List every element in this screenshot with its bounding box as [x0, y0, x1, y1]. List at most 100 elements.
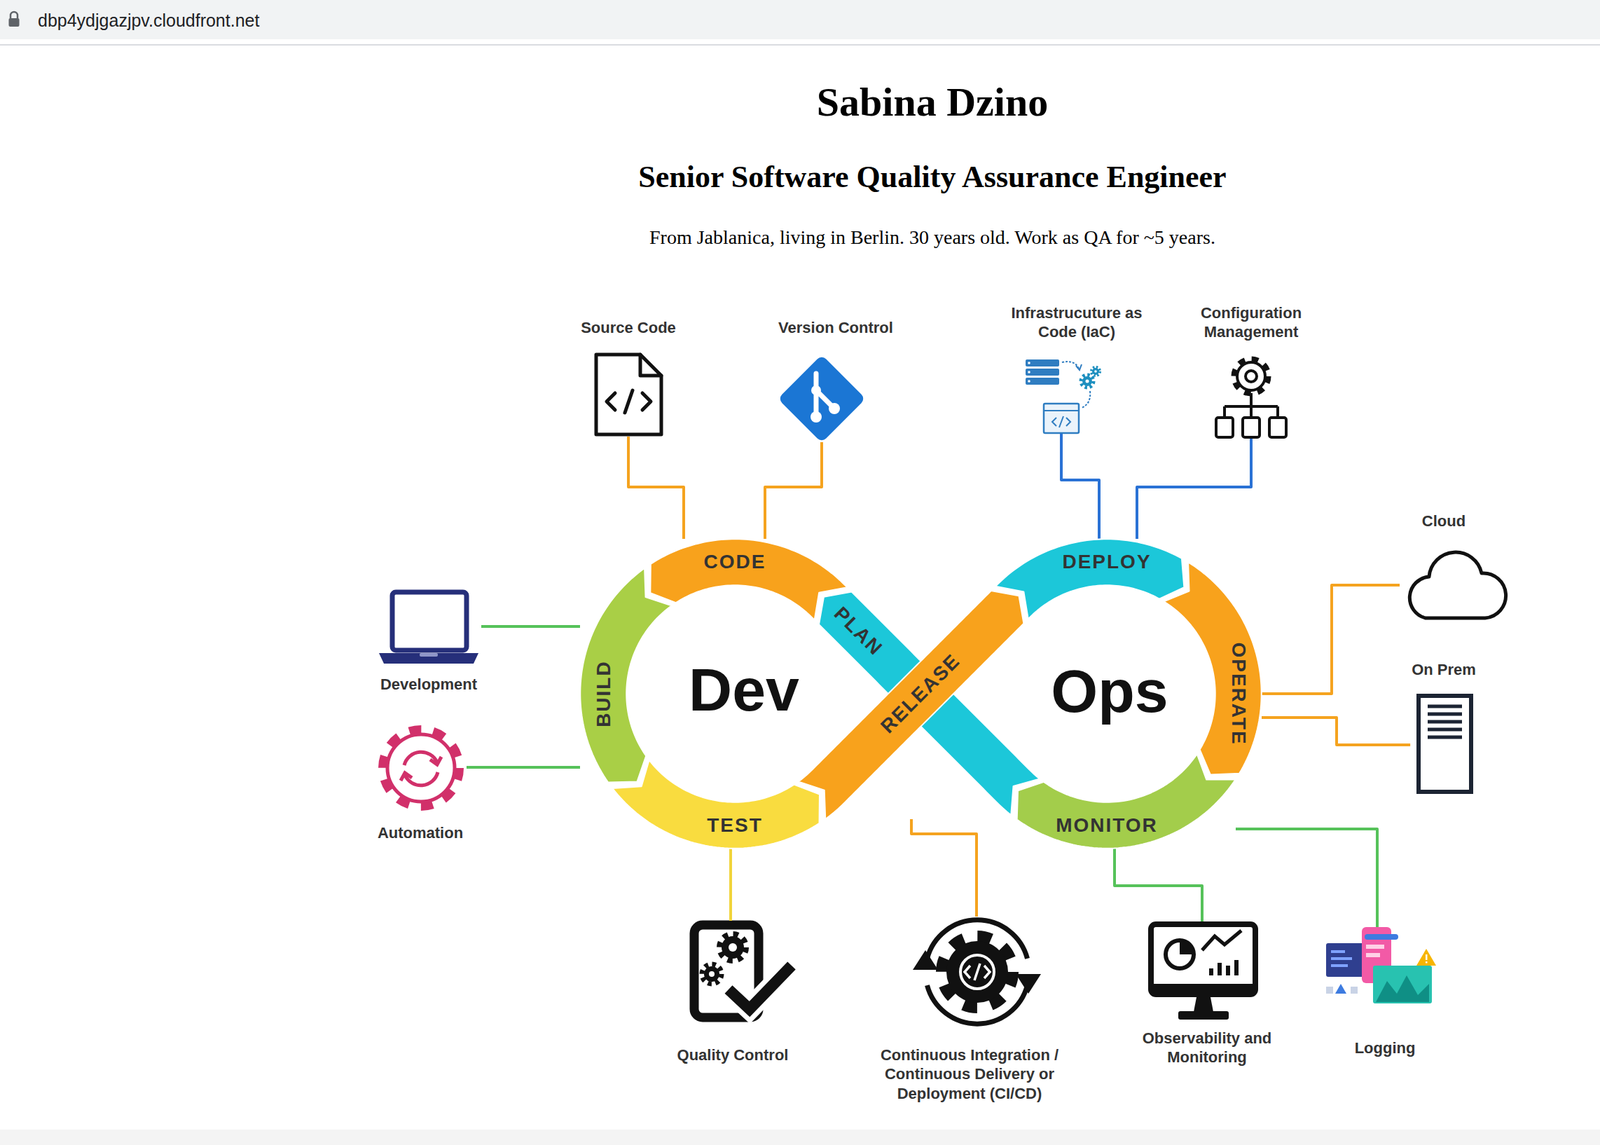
- screen-icon: [1165, 940, 1194, 969]
- pipeline-icon: [960, 954, 995, 989]
- branch-icon: [810, 411, 822, 423]
- page-title: Sabina Dzino: [816, 77, 1048, 127]
- quality-icon: [704, 966, 720, 982]
- screen-icon: [1217, 962, 1222, 976]
- config-icon: [1269, 417, 1287, 438]
- quality-icon: [728, 965, 792, 1009]
- records-icon: [1330, 963, 1348, 967]
- leader-line: [1261, 584, 1400, 694]
- infra-icon: [1025, 359, 1060, 367]
- browser-bar: [0, 44, 1600, 46]
- tool-label: Observability and Monitoring: [1135, 1028, 1280, 1067]
- tool-node: Observability and Monitoring: [1134, 921, 1281, 1067]
- records-icon: [1425, 961, 1428, 964]
- screen-icon: [1193, 996, 1214, 1012]
- tool-node: Development: [376, 589, 482, 695]
- infra-icon: [1091, 367, 1100, 376]
- tool-node: Version Control: [776, 318, 895, 443]
- lock-icon: [10, 11, 18, 19]
- tool-node: Source Code: [579, 318, 678, 437]
- connector-group: [466, 433, 1411, 927]
- address-text: dbp4ydjgazjpv.cloudfront.net: [37, 9, 260, 31]
- leader-line: [481, 624, 581, 628]
- server-icon: [1418, 695, 1472, 792]
- quality-icon: [701, 963, 722, 984]
- stage-arrow: [798, 590, 1025, 819]
- loop-stage: RELEASE: [797, 590, 1025, 819]
- screen-icon: [1150, 983, 1256, 995]
- infra-icon: [1043, 403, 1079, 433]
- infra-icon: [1025, 368, 1060, 376]
- pipeline-icon: [1015, 973, 1041, 994]
- sky-icon: [1409, 552, 1506, 618]
- stage-arrow: [650, 538, 847, 620]
- screen-icon: [1150, 923, 1256, 1020]
- screen-icon: [1202, 930, 1242, 950]
- tool-node: Continuous Integration / Continuous Deli…: [859, 916, 1080, 1103]
- config-icon: [1242, 417, 1260, 438]
- infra-icon: [1027, 370, 1031, 374]
- records-icon: [1416, 948, 1437, 966]
- loop-stage: CODE: [650, 538, 848, 620]
- leader-line: [1261, 717, 1411, 745]
- infra-icon: [1052, 416, 1071, 428]
- document-icon: [640, 354, 662, 376]
- records-icon: [1326, 942, 1367, 977]
- leader-line: [466, 765, 581, 769]
- screen-icon: [1179, 940, 1194, 955]
- gear-icon: [383, 729, 459, 806]
- leader-line: [764, 442, 822, 539]
- tool-label: Configuration Management: [1190, 303, 1313, 342]
- leader-line: [1061, 433, 1100, 539]
- description: From Jablanica, living in Berlin. 30 yea…: [649, 225, 1216, 250]
- quality-icon: [694, 924, 792, 1018]
- infra-icon: [1081, 390, 1091, 408]
- tool-label: Version Control: [778, 318, 894, 338]
- stage-arrow: [995, 538, 1184, 619]
- tool-label: Cloud: [1422, 511, 1466, 531]
- quality-icon: [708, 970, 715, 977]
- branch-icon: [828, 402, 840, 415]
- stage-arrow: [612, 760, 820, 849]
- server-icon: [1427, 706, 1462, 737]
- records-icon: [1373, 965, 1432, 1004]
- stage-arrow: [1017, 753, 1236, 849]
- laptop-icon: [419, 652, 438, 657]
- tool-node: Cloud: [1399, 511, 1510, 620]
- gear-icon: [404, 751, 438, 765]
- pipeline-icon: [942, 936, 1013, 1007]
- lock-icon: [9, 11, 20, 27]
- tool-label: Infrastrucuture as Code (IaC): [1001, 303, 1153, 342]
- loop-stage: DEPLOY: [995, 538, 1185, 620]
- tool-label: Continuous Integration / Continuous Deli…: [860, 1045, 1079, 1104]
- infra-icon: [1085, 379, 1090, 384]
- screen-icon: [1209, 968, 1214, 976]
- branch-icon: [777, 354, 866, 443]
- leader-line: [628, 436, 684, 539]
- leader-line: [1235, 828, 1378, 927]
- gear-icon: [430, 756, 442, 765]
- loop-label: Dev: [688, 653, 800, 726]
- infra-icon: [1027, 361, 1031, 365]
- infra-icon: [1080, 374, 1094, 388]
- quality-icon: [728, 942, 737, 952]
- pipeline-icon: [964, 963, 990, 981]
- stage-text: DEPLOY: [1061, 550, 1151, 574]
- laptop-icon: [378, 591, 479, 664]
- pipeline-icon: [912, 919, 1041, 1024]
- infra-icon: [1043, 409, 1079, 412]
- infra-icon: [1025, 377, 1060, 385]
- quality-icon: [728, 965, 792, 1009]
- document-icon: [596, 354, 662, 435]
- branch-icon: [811, 385, 822, 396]
- infra-icon: [1025, 359, 1100, 433]
- stage-text: CODE: [704, 550, 767, 574]
- screen-icon: [1178, 1010, 1229, 1020]
- config-icon: [1234, 359, 1268, 393]
- leader-line: [729, 848, 733, 921]
- laptop-icon: [392, 591, 467, 651]
- loop-stage: BUILD: [580, 567, 672, 783]
- screen-icon: [1234, 959, 1239, 976]
